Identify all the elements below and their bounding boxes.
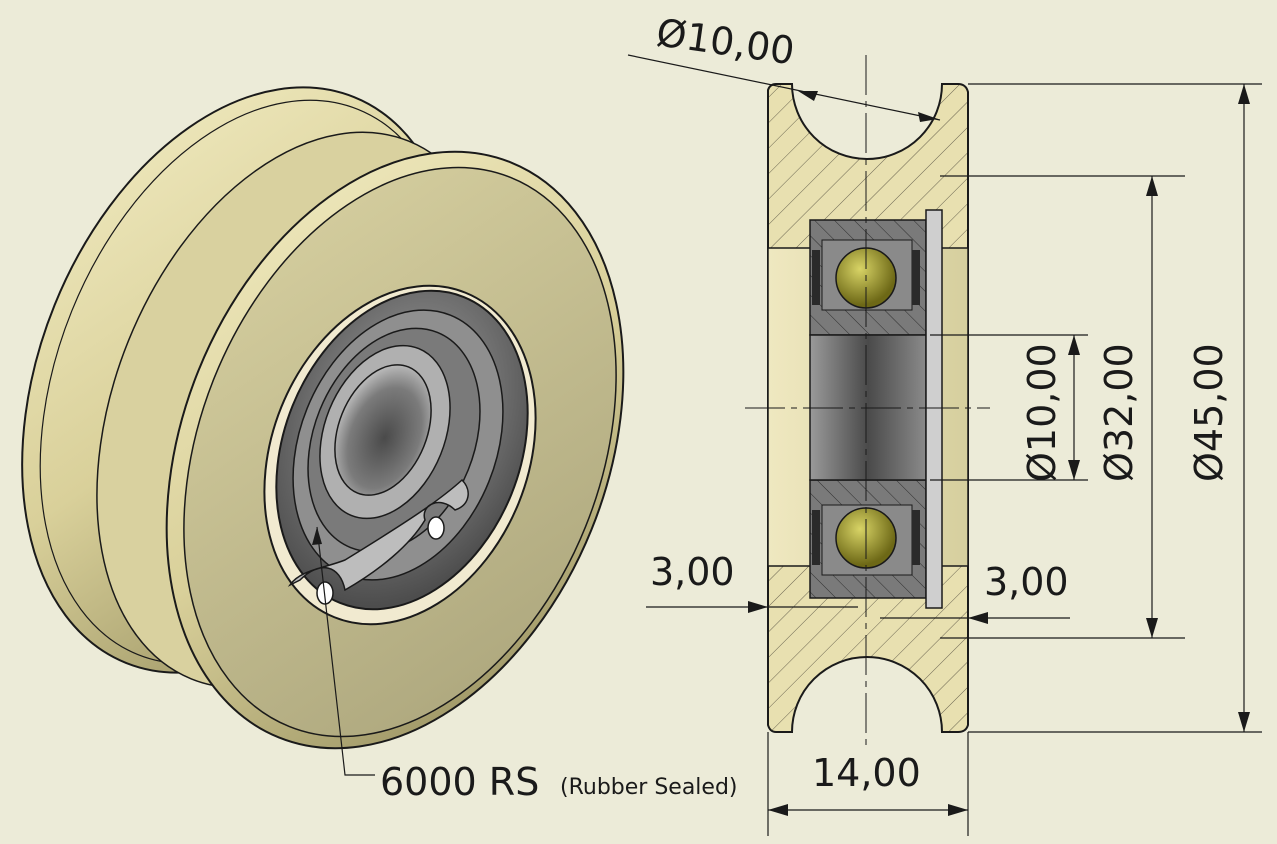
- seal-bottom-left: [812, 510, 820, 565]
- dimension-arrowheads: [748, 84, 1250, 816]
- width-label: 14,00: [812, 751, 921, 795]
- outer-diameter-label: Ø45,00: [1187, 343, 1231, 482]
- seal-bottom-right: [912, 510, 920, 565]
- bore-diameter-label: Ø10,00: [1020, 343, 1064, 482]
- retaining-clip: [287, 478, 469, 592]
- right-offset-label: 3,00: [984, 560, 1069, 604]
- seal-top-right: [912, 250, 920, 305]
- shield-plate: [925, 209, 943, 609]
- pulley-isometric-view: [21, 86, 625, 750]
- seal-top-left: [812, 250, 820, 305]
- bearing-code-label: 6000 RS: [380, 760, 539, 804]
- callout-arrowhead: [312, 527, 322, 545]
- bearing-outer-diameter-label: Ø32,00: [1097, 343, 1141, 482]
- clip-hole-2: [427, 516, 445, 540]
- bearing-note-label: (Rubber Sealed): [560, 775, 738, 800]
- pulley-section-view: [745, 55, 990, 745]
- left-offset-label: 3,00: [650, 550, 735, 594]
- bearing-bore: [334, 364, 432, 496]
- callout-leader: [316, 526, 375, 776]
- groove-diameter-label: Ø10,00: [654, 10, 797, 73]
